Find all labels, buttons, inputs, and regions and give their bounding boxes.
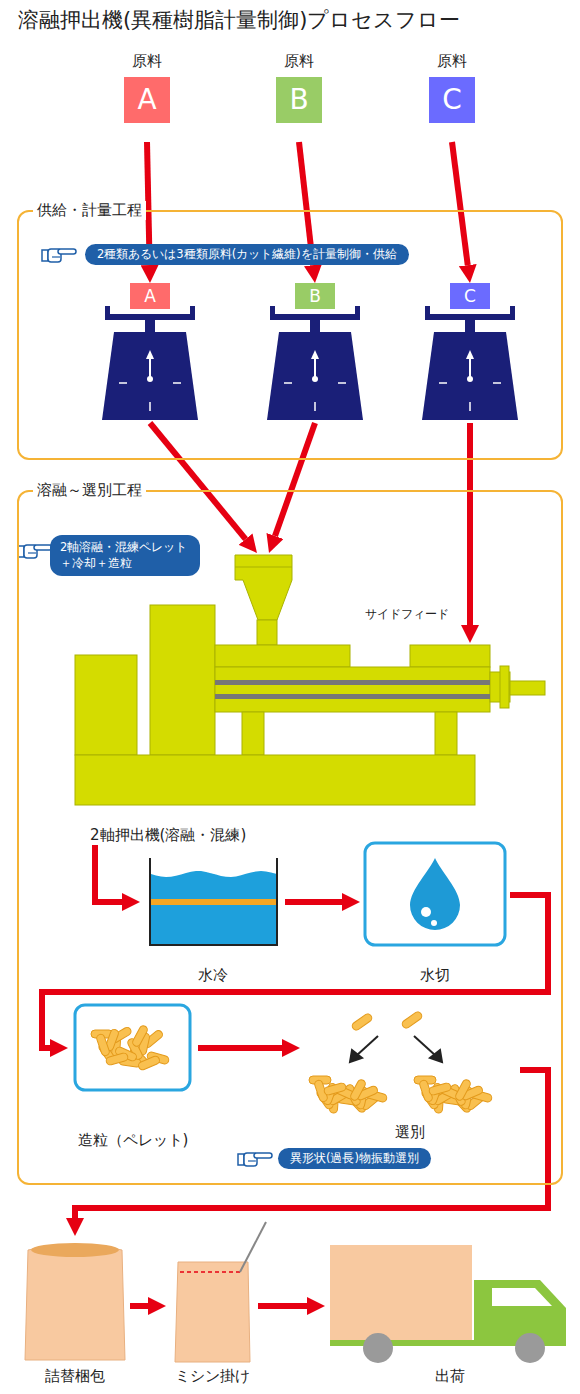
pointer-icon (18, 545, 52, 558)
pointer-icon (42, 249, 76, 262)
scale-symbol (102, 306, 198, 420)
flow-arrow (275, 423, 315, 536)
raw-material: 原料 C (423, 52, 481, 142)
scale-symbol (267, 306, 363, 420)
node-text: 2種類あるいは3種類原料(カット繊維)を計量制御・供給 (97, 247, 397, 262)
node-subtext: A (124, 77, 170, 123)
node-text: ミシン掛け (175, 1367, 250, 1386)
callout-pill: 異形状(過長)物振動選別 (278, 1148, 431, 1169)
part-label: サイドフィード (365, 606, 449, 623)
dewater-icon (365, 843, 505, 945)
node-subtext: C (429, 77, 475, 123)
callout-pill: 2軸溶融・混練ペレット＋冷却＋造粒 (50, 535, 200, 576)
cooling-step: 水冷 (140, 850, 285, 985)
shipping-step: 出荷 (325, 1236, 575, 1386)
flow-arrow (130, 1303, 148, 1309)
pellets (91, 1010, 493, 1113)
sewing-step: ミシン掛け (166, 1236, 258, 1386)
weighing-scale: B (265, 283, 365, 423)
flow-arrow (198, 1045, 282, 1051)
flow-arrow (467, 423, 473, 625)
node-text: 2軸押出機(溶融・混練) (90, 826, 246, 845)
title-wrap: 溶融押出機(異種樹脂計量制御)プロセスフロー (18, 6, 460, 34)
node-subtext: B (276, 77, 322, 123)
extruder-drawing (75, 555, 545, 805)
sorting-step: 選別 (300, 1000, 520, 1142)
node-text: B (295, 283, 335, 309)
flow-arrow (95, 845, 122, 902)
node-text: 溶融～選別工程 (33, 481, 146, 500)
node-text: 詰替梱包 (45, 1367, 105, 1386)
flow-arrow (285, 899, 342, 905)
raw-material: 原料 B (270, 52, 328, 142)
node-text: 異形状(過長)物振動選別 (290, 1151, 419, 1166)
node-text: 水冷 (198, 966, 228, 985)
bag-drawing (25, 1222, 266, 1362)
pellet-box (75, 1005, 190, 1090)
process-panel: 供給・計量工程2種類あるいは3種類原料(カット繊維)を計量制御・供給ABC (17, 210, 563, 460)
cooling-tank (150, 858, 277, 945)
dewater-step: 水切 (360, 838, 510, 985)
node-text: 水切 (420, 966, 450, 985)
flow-arrow (75, 1070, 548, 1218)
sort-arrows (350, 1036, 442, 1062)
node-text: C (450, 283, 490, 309)
node-text: 造粒（ペレット) (78, 1131, 189, 1150)
node-text: 2軸溶融・混練ペレット＋冷却＋造粒 (60, 540, 190, 571)
flow-arrow (42, 895, 548, 1048)
extruder: 2軸押出機(溶融・混練) (70, 553, 550, 845)
label-wrap: サイドフィード (365, 606, 449, 623)
flow-arrow (258, 1303, 307, 1309)
node-text: 原料 (437, 52, 467, 71)
raw-material: 原料 A (118, 52, 176, 142)
flow-arrow (150, 423, 246, 539)
node-text: A (130, 283, 170, 309)
pointer-icon (238, 1153, 272, 1166)
node-text: 出荷 (435, 1367, 465, 1386)
callout-pill: 2種類あるいは3種類原料(カット繊維)を計量制御・供給 (85, 244, 409, 265)
weighing-scale: A (100, 283, 200, 423)
node-text: 原料 (132, 52, 162, 71)
scale-symbol (422, 306, 518, 420)
truck-drawing (330, 1245, 566, 1363)
process-panel: 溶融～選別工程2軸溶融・混練ペレット＋冷却＋造粒2軸押出機(溶融・混練)水冷水切… (17, 490, 563, 1185)
diagram-title: 溶融押出機(異種樹脂計量制御)プロセスフロー (18, 6, 460, 34)
flow-arrow (452, 142, 468, 265)
node-text: 供給・計量工程 (33, 201, 146, 220)
node-text: 原料 (284, 52, 314, 71)
weighing-scale: C (420, 283, 520, 423)
pelletize-step: 造粒（ペレット) (68, 998, 198, 1150)
node-text: 選別 (395, 1123, 425, 1142)
packing-step: 詰替梱包 (20, 1236, 130, 1386)
